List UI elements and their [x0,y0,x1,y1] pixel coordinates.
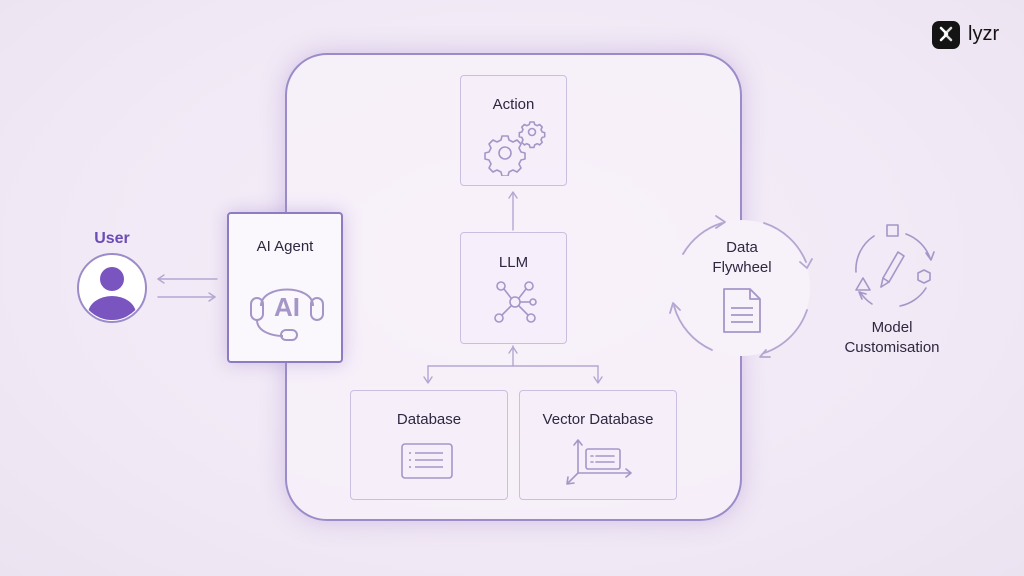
database-box[interactable]: Database [350,390,508,500]
user-label: User [94,230,130,247]
pencil-shapes-cycle-icon [855,224,935,307]
ai-icon-text: AI [274,292,300,322]
brand-name: lyzr [968,23,1000,45]
ai-agent-box[interactable]: AI Agent AI [227,212,343,363]
flywheel-cycle [669,215,813,358]
gears-icon [484,121,546,176]
vector-axes-icon [566,439,632,485]
ai-agent-label: AI Agent [256,238,314,255]
llm-box[interactable]: LLM [460,232,567,344]
action-box[interactable]: Action [460,75,567,186]
network-nodes-icon [494,281,537,323]
vector-database-label: Vector Database [542,411,654,428]
lyzr-logo-icon [932,21,960,49]
document-icon [723,288,761,333]
list-document-icon [401,443,453,479]
action-label: Action [492,96,535,113]
database-label: Database [396,411,462,428]
llm-label: LLM [498,254,529,271]
brand-logo[interactable]: lyzr [932,21,1012,49]
vector-database-box[interactable]: Vector Database [519,390,677,500]
user-avatar-icon[interactable] [76,252,148,324]
headset-ai-icon: AI [250,288,324,341]
